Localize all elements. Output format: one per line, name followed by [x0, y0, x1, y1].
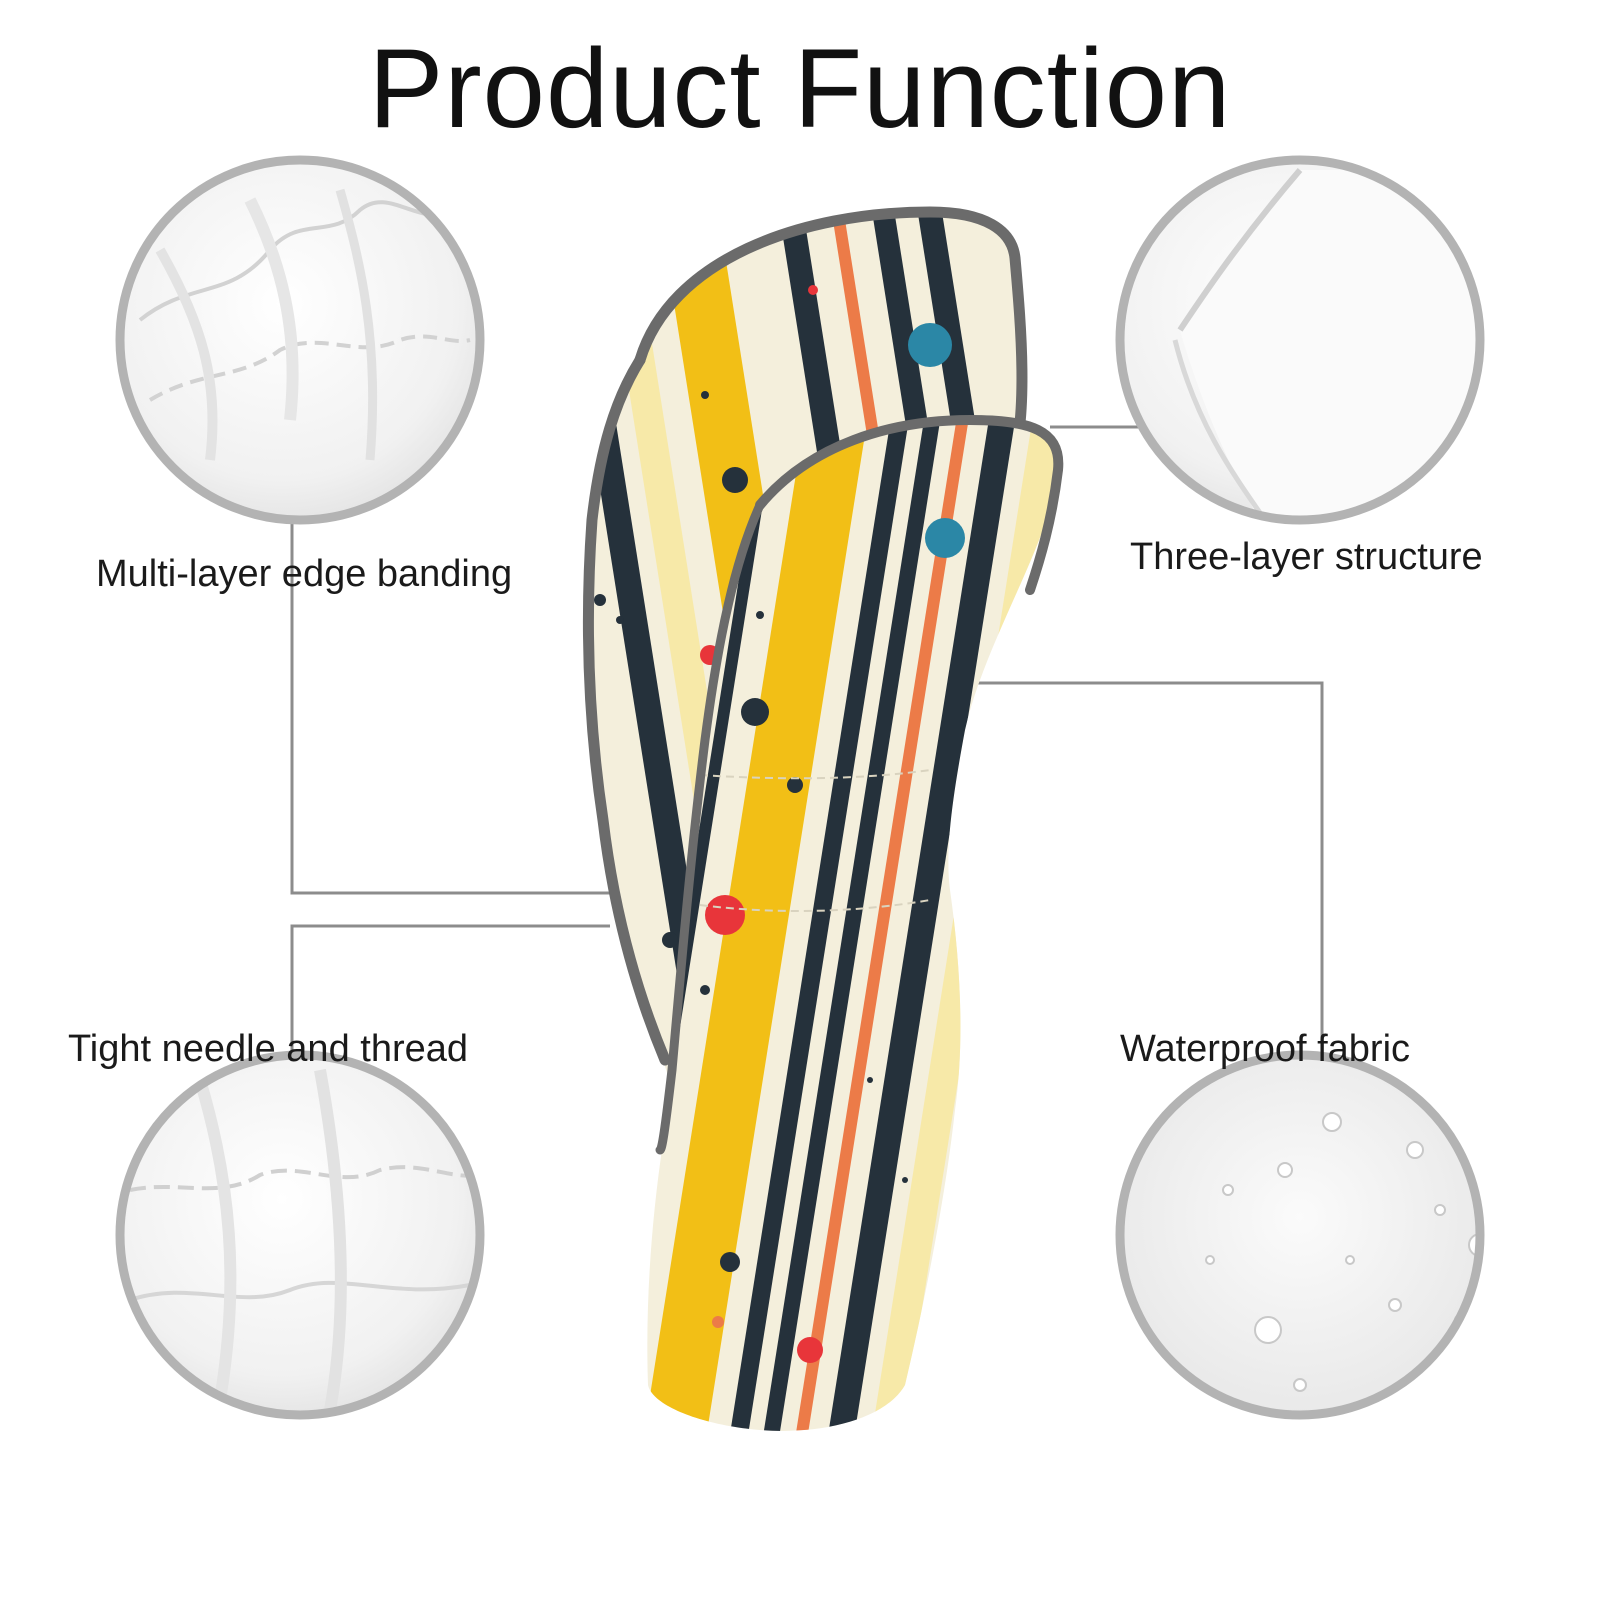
feature-label-edge-banding: Multi-layer edge banding: [96, 553, 513, 595]
leader-line-waterproof: [925, 681, 1324, 1085]
page-title: Product Function: [368, 26, 1232, 151]
edge-banding-closeup-icon: [115, 155, 485, 525]
three-layer-closeup-icon: [1115, 155, 1485, 525]
waterproof-closeup-icon: [1115, 1050, 1485, 1420]
feature-label-waterproof: Waterproof fabric: [1120, 1028, 1411, 1070]
leader-line-needle-thread: [290, 924, 610, 1085]
leader-line-edge-banding: [290, 520, 640, 895]
leader-lines: [290, 425, 1324, 1085]
striped-golf-headcover-icon: [582, 206, 1064, 1431]
needle-thread-closeup-icon: [115, 1050, 485, 1420]
feature-label-needle-thread: Tight needle and thread: [68, 1028, 469, 1070]
feature-label-three-layer: Three-layer structure: [1130, 536, 1483, 578]
